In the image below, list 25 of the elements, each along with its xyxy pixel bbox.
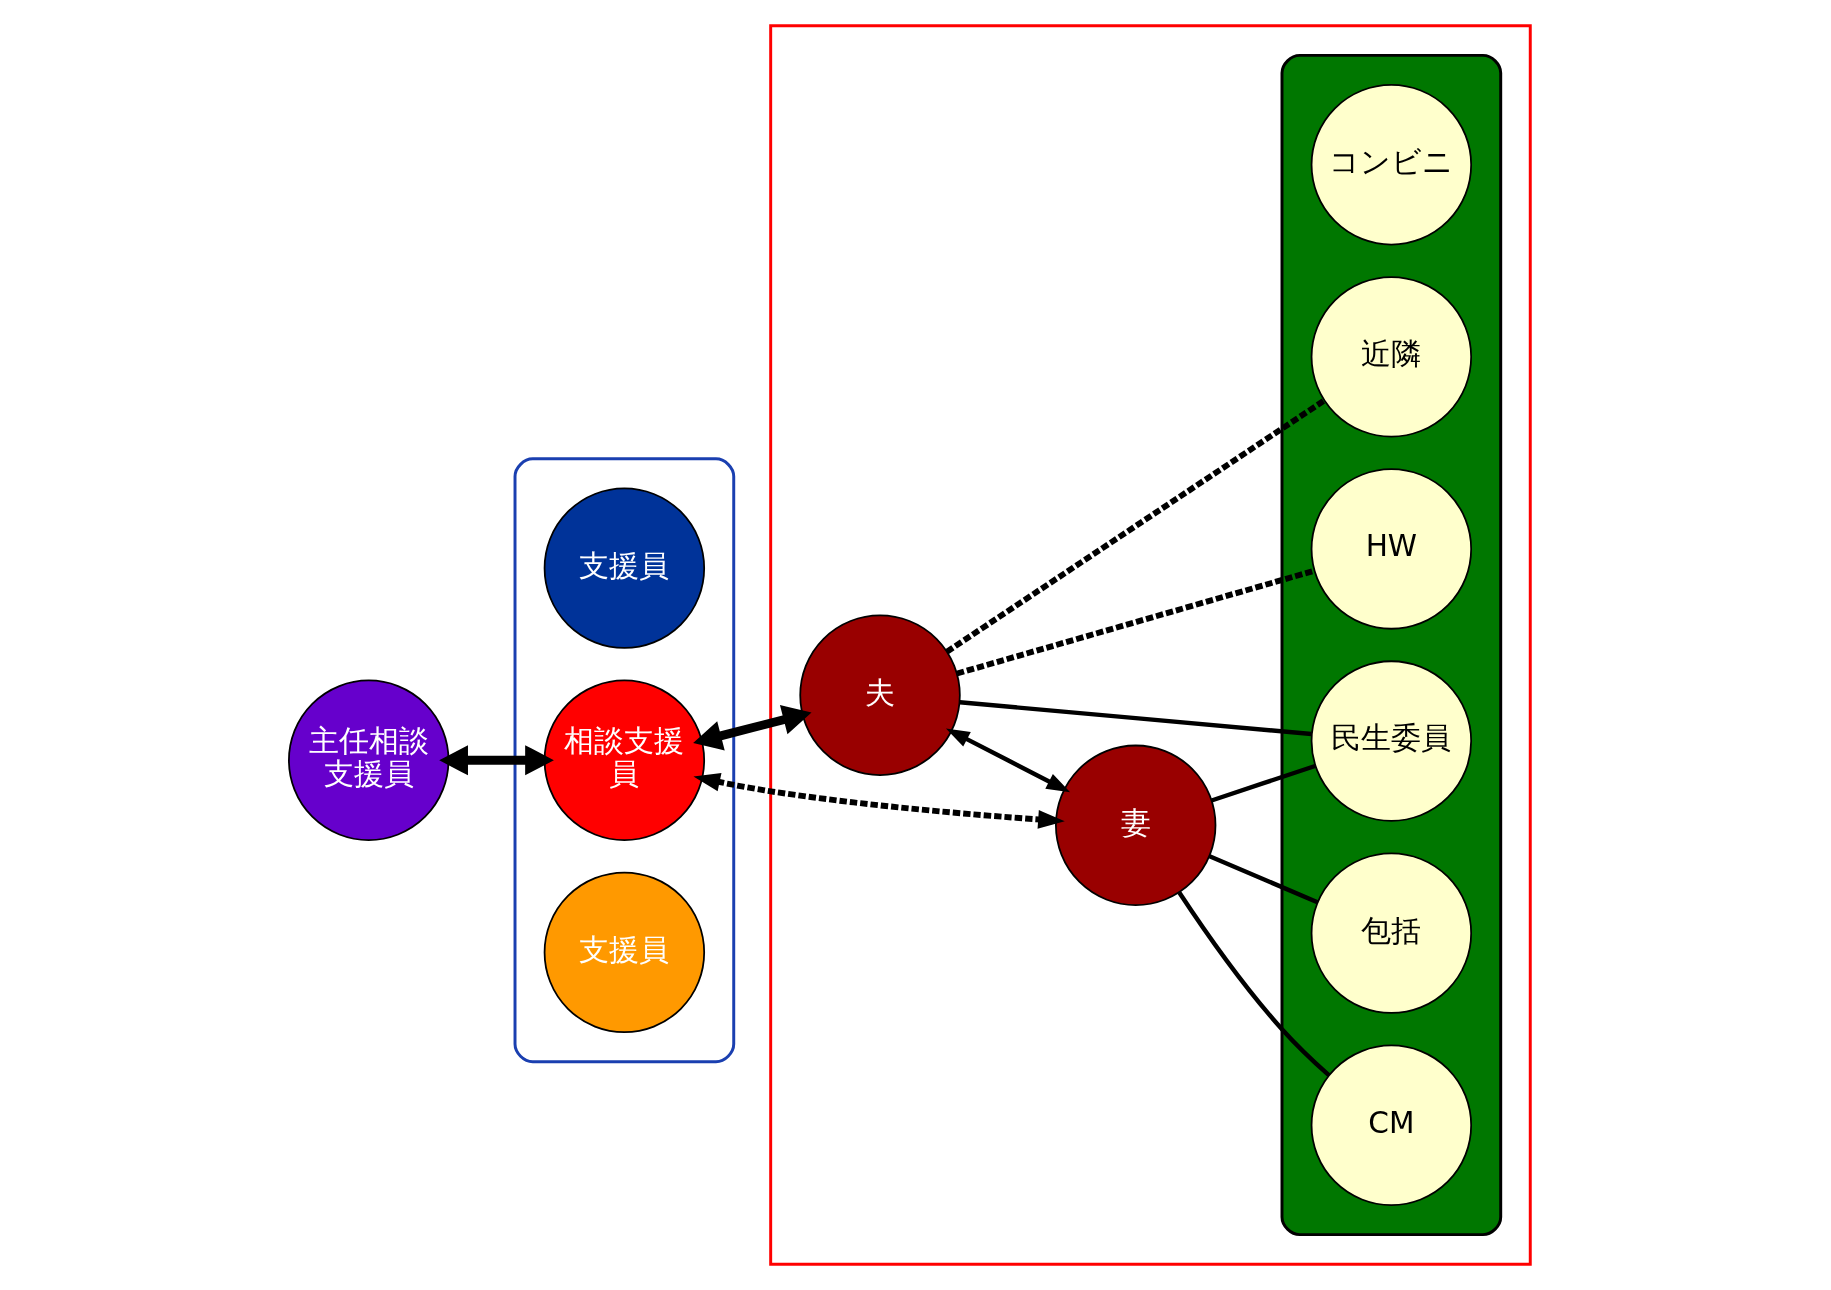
arrow	[693, 705, 812, 751]
connector	[1208, 854, 1319, 905]
connector	[959, 700, 1312, 737]
arrow	[945, 728, 1071, 793]
node-circle: コンビニ	[1310, 84, 1473, 246]
connector	[1177, 891, 1331, 1077]
node-circle: 民生委員	[1310, 660, 1473, 822]
connector	[945, 398, 1326, 655]
node-circle: 支援員	[543, 871, 706, 1034]
node-circle: 妻	[1055, 744, 1217, 906]
connector	[1210, 763, 1316, 803]
cluster	[513, 457, 736, 1064]
node-circle: 支援員	[543, 487, 706, 649]
node-circle: 主任相談支援員	[288, 679, 450, 841]
node-circle: CM	[1310, 1044, 1473, 1206]
node-circle: 近隣	[1310, 276, 1473, 438]
node-circle: 相談支援員	[543, 679, 706, 841]
cluster	[769, 24, 1532, 1266]
arrow	[439, 745, 554, 776]
node-circle: HW	[1310, 468, 1473, 630]
connector	[956, 567, 1316, 677]
cluster	[1280, 53, 1503, 1237]
node-circle: 包括	[1310, 852, 1473, 1014]
arrow	[693, 772, 1065, 829]
node-circle: 夫	[799, 614, 961, 776]
